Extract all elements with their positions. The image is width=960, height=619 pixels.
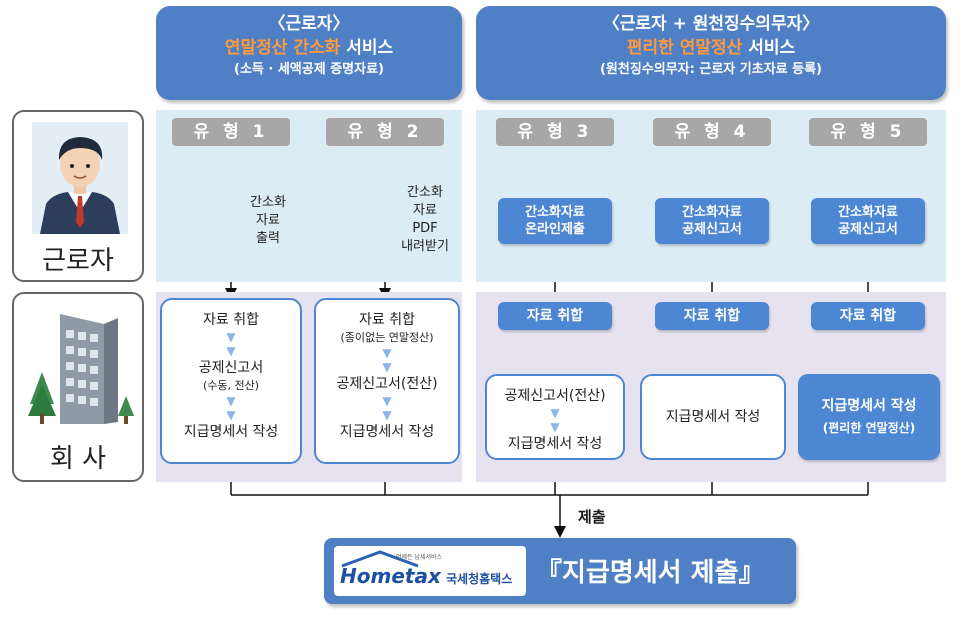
hometax-logo-sub: 국세청홈택스 bbox=[446, 572, 513, 586]
type-5-label: 유 형 5 bbox=[809, 118, 927, 146]
chevron-down-icon: ▼▼ bbox=[226, 394, 236, 422]
chevron-down-icon: ▼▼ bbox=[550, 406, 560, 434]
header-left-line3: (소득 · 세액공제 증명자료) bbox=[234, 62, 384, 77]
footer-submit-box: 언제든 납세서비스 Hometax 국세청홈택스 『지급명세서 제출』 bbox=[324, 538, 796, 604]
type-1-step-form-note: (수동, 전산) bbox=[202, 379, 260, 392]
type-3-label: 유 형 3 bbox=[496, 118, 614, 146]
type-5-step-statement: 지급명세서 작성 bbox=[821, 398, 917, 414]
type-5-top-line1: 간소화자료 bbox=[838, 205, 898, 220]
hometax-logo-small: 언제든 납세서비스 bbox=[396, 554, 443, 561]
type-4-process-box: 지급명세서 작성 bbox=[640, 374, 786, 460]
type-2-step-collect: 자료 취합 bbox=[359, 312, 415, 328]
type-5-top-box: 간소화자료 공제신고서 bbox=[811, 198, 925, 244]
persona-worker-panel: 근로자 bbox=[12, 110, 144, 282]
type-4-top-line2: 공제신고서 bbox=[682, 222, 742, 237]
hometax-logo: 언제든 납세서비스 Hometax 국세청홈택스 bbox=[334, 546, 526, 596]
type-1-arrow-line3: 출력 bbox=[256, 231, 280, 246]
type-1-label: 유 형 1 bbox=[172, 118, 290, 146]
type-1-arrow-text: 간소화 자료 출력 bbox=[238, 194, 298, 248]
footer-title: 『지급명세서 제출』 bbox=[536, 558, 765, 588]
type-3-top-line2: 온라인제출 bbox=[525, 222, 585, 237]
header-right-rest: 서비스 bbox=[742, 38, 796, 58]
header-convenient-service: 〈근로자 + 원천징수의무자〉 편리한 연말정산 서비스 (원천징수의무자: 근… bbox=[476, 6, 946, 100]
type-4-top-box: 간소화자료 공제신고서 bbox=[655, 198, 769, 244]
type-1-process-box: 자료 취합 ▼▼ 공제신고서 (수동, 전산) ▼▼ 지급명세서 작성 bbox=[160, 298, 302, 464]
header-left-line2: 연말정산 간소화 서비스 bbox=[156, 36, 462, 60]
type-2-step-collect-note: (종이없는 연말정산) bbox=[340, 331, 434, 344]
type-2-arrow-line3: PDF bbox=[412, 221, 438, 236]
worker-icon bbox=[32, 122, 128, 234]
submit-label: 제출 bbox=[578, 508, 606, 526]
type-2-step-form: 공제신고서(전산) bbox=[336, 376, 438, 392]
persona-company-panel: 회 사 bbox=[12, 292, 144, 482]
type-5-collect-box: 자료 취합 bbox=[811, 302, 925, 330]
type-2-process-box: 자료 취합 (종이없는 연말정산) ▼▼ 공제신고서(전산) ▼▼ 지급명세서 … bbox=[314, 298, 460, 464]
type-5-step-note: (편리한 연말정산) bbox=[822, 421, 916, 435]
type-1-arrow-line2: 자료 bbox=[256, 213, 280, 228]
header-right-line2: 편리한 연말정산 서비스 bbox=[476, 36, 946, 60]
type-5-process-box: 지급명세서 작성 (편리한 연말정산) bbox=[798, 374, 940, 460]
type-4-top-line1: 간소화자료 bbox=[682, 205, 742, 220]
type-5-top-line2: 공제신고서 bbox=[838, 222, 898, 237]
header-left-highlight: 연말정산 간소화 bbox=[224, 38, 341, 58]
header-right-line3: (원천징수의무자: 근로자 기초자료 등록) bbox=[599, 62, 823, 77]
type-4-collect-box: 자료 취합 bbox=[655, 302, 769, 330]
type-2-label: 유 형 2 bbox=[326, 118, 444, 146]
type-1-arrow-line1: 간소화 bbox=[250, 195, 286, 210]
chevron-down-icon: ▼▼ bbox=[226, 330, 236, 358]
type-4-label: 유 형 4 bbox=[653, 118, 771, 146]
type-1-step-statement: 지급명세서 작성 bbox=[183, 424, 279, 440]
header-right-highlight: 편리한 연말정산 bbox=[626, 38, 743, 58]
type-3-step-statement: 지급명세서 작성 bbox=[507, 436, 603, 452]
type-1-step-form: 공제신고서 bbox=[198, 360, 264, 376]
header-left-rest: 서비스 bbox=[340, 38, 394, 58]
type-4-step-statement: 지급명세서 작성 bbox=[665, 409, 761, 425]
type-1-step-collect: 자료 취합 bbox=[203, 312, 259, 328]
type-3-collect-box: 자료 취합 bbox=[498, 302, 612, 330]
persona-worker-label: 근로자 bbox=[42, 246, 114, 276]
type-3-top-line1: 간소화자료 bbox=[525, 205, 585, 220]
header-right-line1: 〈근로자 + 원천징수의무자〉 bbox=[602, 14, 820, 34]
hometax-logo-text: Hometax bbox=[340, 564, 441, 588]
chevron-down-icon: ▼▼ bbox=[382, 394, 392, 422]
building-icon bbox=[22, 304, 138, 428]
chevron-down-icon: ▼▼ bbox=[382, 346, 392, 374]
type-2-step-statement: 지급명세서 작성 bbox=[339, 424, 435, 440]
type-3-top-box: 간소화자료 온라인제출 bbox=[498, 198, 612, 244]
hometax-roof-icon bbox=[341, 550, 419, 568]
persona-company-label: 회 사 bbox=[49, 444, 107, 474]
type-3-process-box: 공제신고서(전산) ▼▼ 지급명세서 작성 bbox=[485, 374, 625, 460]
type-2-arrow-text: 간소화 자료 PDF 내려받기 bbox=[390, 184, 460, 256]
header-simplified-service: 〈근로자〉 연말정산 간소화 서비스 (소득 · 세액공제 증명자료) bbox=[156, 6, 462, 100]
type-2-arrow-line1: 간소화 bbox=[407, 185, 443, 200]
type-2-arrow-line4: 내려받기 bbox=[401, 239, 449, 254]
header-left-line1: 〈근로자〉 bbox=[268, 14, 350, 34]
type-2-arrow-line2: 자료 bbox=[413, 203, 437, 218]
type-3-step-form: 공제신고서(전산) bbox=[504, 388, 606, 404]
